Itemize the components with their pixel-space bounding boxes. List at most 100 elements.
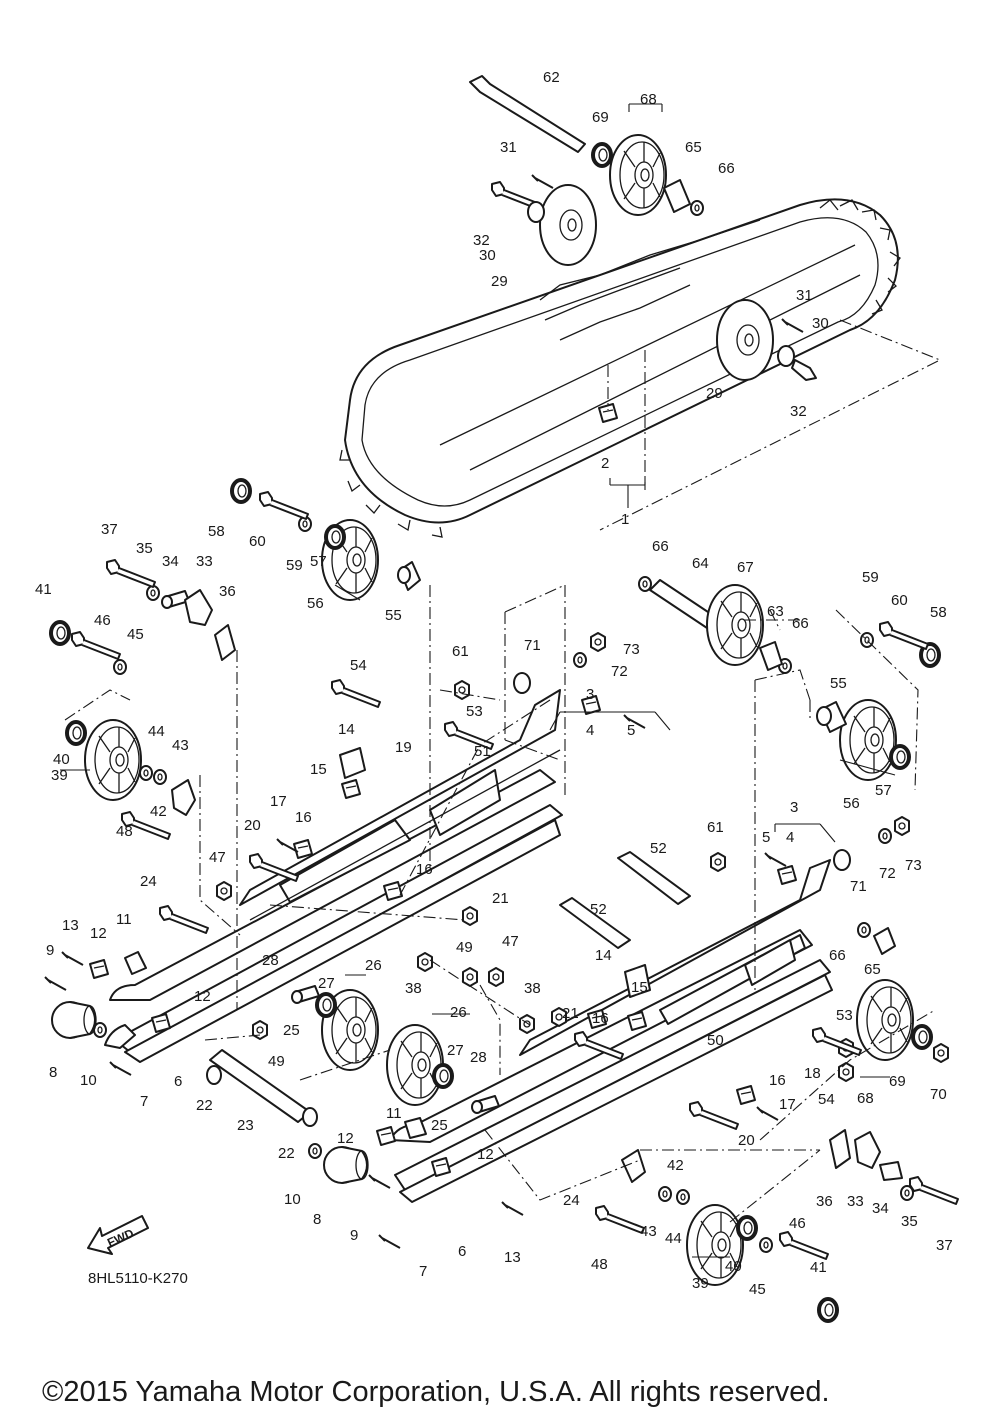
callout-c73b: 73 <box>905 857 922 874</box>
callout-c35a: 35 <box>136 540 153 557</box>
bumper-8b <box>323 1146 369 1184</box>
callout-c50: 50 <box>707 1032 724 1049</box>
track-assembly <box>339 198 901 538</box>
callout-c7a: 7 <box>140 1093 148 1110</box>
callout-c46b: 46 <box>789 1215 806 1232</box>
callout-c36a: 36 <box>219 583 236 600</box>
callout-c38b: 38 <box>524 980 541 997</box>
callout-c27b: 27 <box>447 1042 464 1059</box>
callout-c60a: 60 <box>249 533 266 550</box>
shaft-23 <box>209 1049 311 1123</box>
callout-c24b: 24 <box>563 1192 580 1209</box>
callout-c28b: 28 <box>470 1049 487 1066</box>
callout-c12c: 12 <box>337 1130 354 1147</box>
callout-c12d: 12 <box>477 1146 494 1163</box>
callout-c70: 70 <box>930 1086 947 1103</box>
callout-c3a: 3 <box>586 686 594 703</box>
spacer-22b <box>302 1107 318 1127</box>
wheel-68-rear <box>856 979 914 1061</box>
callout-c54a: 54 <box>350 657 367 674</box>
callout-c56a: 56 <box>307 595 324 612</box>
callout-c13b: 13 <box>504 1249 521 1266</box>
bushing-34b <box>879 1161 903 1181</box>
spacer-22a <box>206 1065 222 1085</box>
callout-c37a: 37 <box>101 521 118 538</box>
callout-c29b: 29 <box>706 385 723 402</box>
callout-c35b: 35 <box>901 1213 918 1230</box>
bolt-32b <box>791 359 817 381</box>
bracket-33b <box>854 1131 881 1169</box>
callout-c49a: 49 <box>268 1053 285 1070</box>
callout-c21a: 21 <box>492 890 509 907</box>
callout-c5a: 5 <box>627 722 635 739</box>
callout-c25a: 25 <box>283 1022 300 1039</box>
callout-c34b: 34 <box>872 1200 889 1217</box>
callout-c39a: 39 <box>51 767 68 784</box>
callout-c41b: 41 <box>810 1259 827 1276</box>
callout-c2a: 2 <box>601 455 609 472</box>
callout-c31a: 31 <box>500 139 517 156</box>
callout-c40b: 40 <box>725 1258 742 1275</box>
collar-63 <box>759 641 783 671</box>
copyright-notice: ©2015 Yamaha Motor Corporation, U.S.A. A… <box>42 1376 830 1408</box>
bumper-8a <box>51 1001 97 1039</box>
callout-c58a: 58 <box>208 523 225 540</box>
upper-disc-wheel-29 <box>539 184 597 266</box>
callout-c31b: 31 <box>796 287 813 304</box>
callout-c44b: 44 <box>665 1230 682 1247</box>
callout-c26a: 26 <box>365 957 382 974</box>
callout-c39b: 39 <box>692 1275 709 1292</box>
bushing-55b <box>816 701 847 733</box>
callout-c63: 63 <box>767 603 784 620</box>
callout-c42b: 42 <box>667 1157 684 1174</box>
callout-c9b: 9 <box>350 1227 358 1244</box>
callout-c40a: 40 <box>53 751 70 768</box>
callout-c66d: 66 <box>829 947 846 964</box>
callout-c67: 67 <box>737 559 754 576</box>
callout-c22b: 22 <box>278 1145 295 1162</box>
bracket-36b <box>829 1129 851 1169</box>
callout-c48a: 48 <box>116 823 133 840</box>
callout-c51: 51 <box>474 743 491 760</box>
callout-c61a: 61 <box>452 643 469 660</box>
callout-c64: 64 <box>692 555 709 572</box>
callout-c27a: 27 <box>318 975 335 992</box>
callout-c24a: 24 <box>140 873 157 890</box>
callout-c61b: 61 <box>707 819 724 836</box>
callout-c17b: 17 <box>779 1096 796 1113</box>
callout-c55b: 55 <box>830 675 847 692</box>
callout-c13a: 13 <box>62 917 79 934</box>
callout-c33b: 33 <box>847 1193 864 1210</box>
callout-c46a: 46 <box>94 612 111 629</box>
callout-c32b: 32 <box>790 403 807 420</box>
callout-c53b: 53 <box>836 1007 853 1024</box>
callout-c53a: 53 <box>466 703 483 720</box>
callout-c20a: 20 <box>244 817 261 834</box>
callout-c30b: 30 <box>812 315 829 332</box>
callout-c16b: 16 <box>416 861 433 878</box>
callout-c68b: 68 <box>857 1090 874 1107</box>
collar-65 <box>663 179 691 213</box>
cross-shaft-52a <box>617 851 691 905</box>
callout-c59a: 59 <box>286 557 303 574</box>
callout-c44a: 44 <box>148 723 165 740</box>
left-slide-rail <box>104 689 563 1063</box>
callout-c17a: 17 <box>270 793 287 810</box>
bumper-25a <box>291 985 320 1004</box>
callout-c69a: 69 <box>592 109 609 126</box>
callout-c54b: 54 <box>818 1091 835 1108</box>
clip-2 <box>598 403 618 423</box>
callout-c57a: 57 <box>310 553 327 570</box>
callout-c69b: 69 <box>889 1073 906 1090</box>
shaft-62 <box>469 75 586 153</box>
callout-c45a: 45 <box>127 626 144 643</box>
callout-c66b: 66 <box>652 538 669 555</box>
callout-c11b: 11 <box>386 1105 402 1122</box>
callout-c6b: 6 <box>458 1243 466 1260</box>
rubber-14a <box>339 747 366 779</box>
bracket-42a <box>171 779 196 816</box>
diagram-code: 8HL5110-K270 <box>88 1270 188 1287</box>
callout-c14b: 14 <box>595 947 612 964</box>
callout-c15b: 15 <box>631 979 648 996</box>
callout-c52a: 52 <box>650 840 667 857</box>
